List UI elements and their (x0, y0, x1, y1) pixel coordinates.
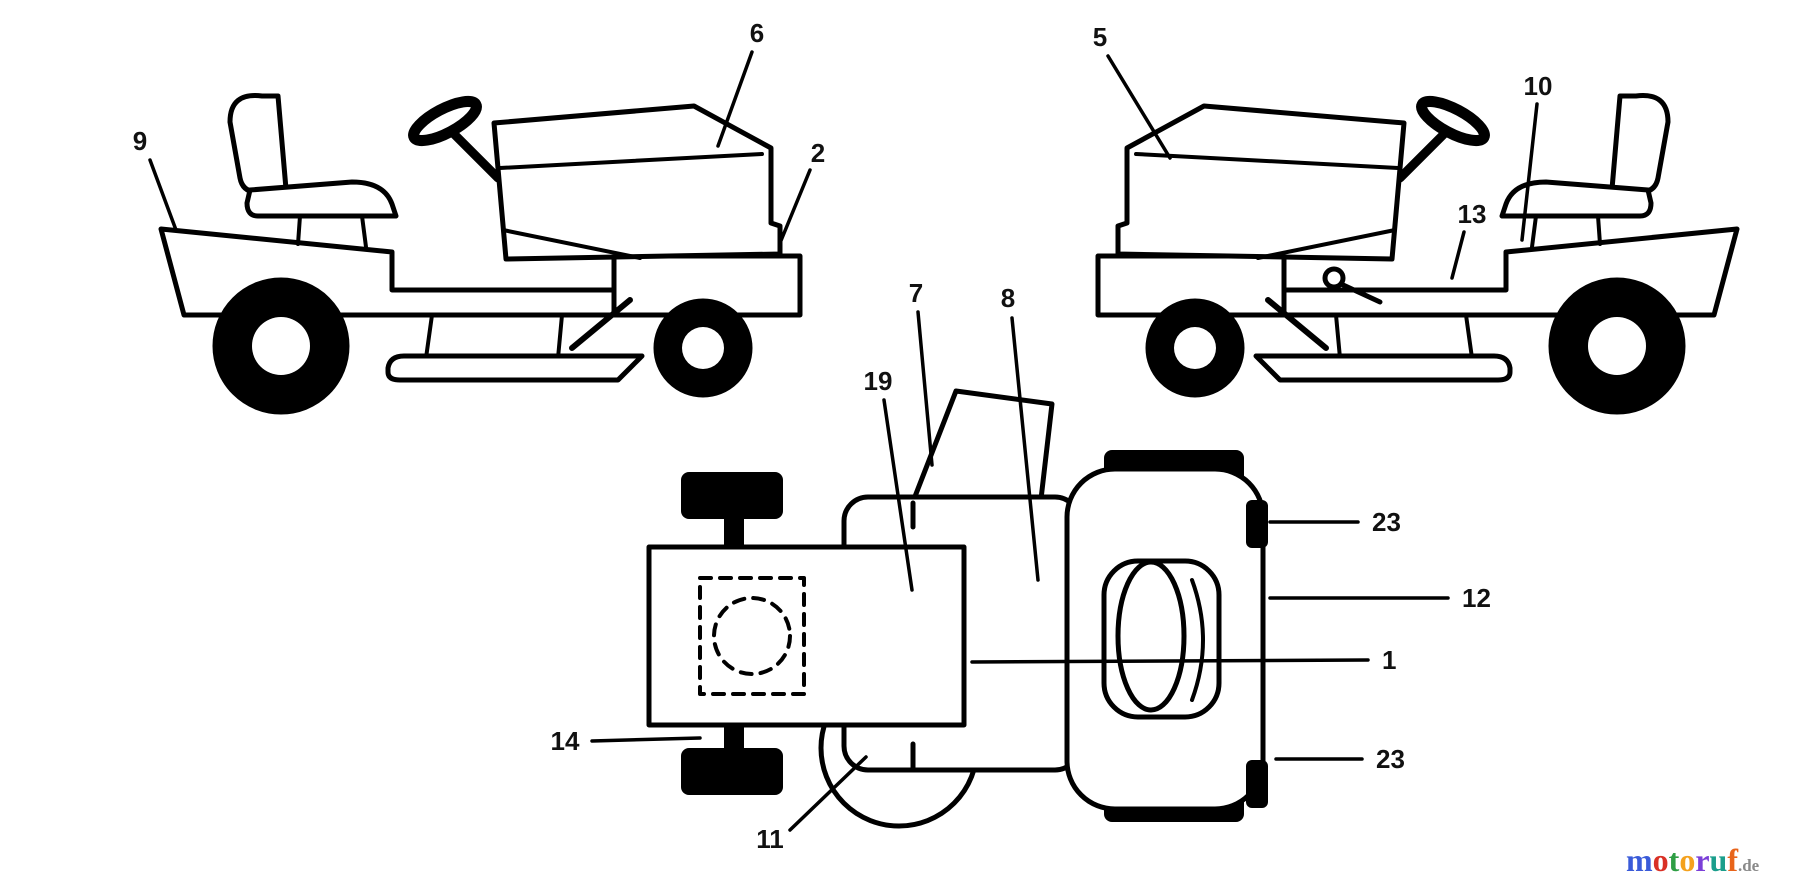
bumper-pad (1246, 760, 1268, 808)
callout-11: 11 (756, 824, 784, 854)
leader-line-8 (1010, 316, 1040, 582)
front-wheel-bottom (681, 748, 783, 795)
motoruf-logo[interactable]: motoruf.de (1626, 842, 1759, 884)
discharge-chute (911, 388, 1055, 502)
leader-line-5 (1106, 54, 1172, 160)
callout-6: 6 (750, 18, 764, 48)
callout-8: 8 (1001, 283, 1015, 313)
callout-5: 5 (1093, 22, 1107, 52)
engine-box (646, 544, 967, 728)
tractor-side-view-left (158, 93, 803, 415)
leader-line-2 (778, 168, 812, 245)
callout-19: 19 (864, 366, 893, 396)
logo-letter: o (1679, 842, 1696, 878)
front-wheel-top (681, 472, 783, 519)
leader-line-9 (148, 158, 178, 232)
leader-line-11 (788, 755, 868, 832)
steering-wheel (408, 95, 482, 147)
callout-10: 10 (1524, 71, 1553, 101)
mower-deck (385, 353, 645, 383)
front-wheel-hub (682, 327, 724, 369)
seat-backrest (227, 93, 289, 195)
callout-2: 2 (811, 138, 825, 168)
tractor-side-view-right (1098, 94, 1737, 412)
logo-letter: t (1668, 842, 1680, 878)
callout-numbers: 9 6 2 5 10 13 7 8 19 14 11 1 12 23 23 (133, 18, 1553, 854)
rear-wheel-hub (252, 317, 310, 375)
steering-column (447, 127, 503, 183)
logo-letter: r (1695, 842, 1710, 878)
leader-line-13 (1450, 230, 1466, 280)
callout-7: 7 (909, 278, 923, 308)
logo-letter: f (1727, 842, 1738, 878)
callout-13: 13 (1458, 199, 1487, 229)
logo-letter: m (1626, 842, 1653, 878)
callout-12: 12 (1462, 583, 1491, 613)
logo-suffix: .de (1737, 856, 1760, 875)
steering-wheel-top-view (1115, 559, 1187, 713)
front-axle (724, 723, 744, 755)
hood-lower-seam (501, 228, 642, 260)
callout-9: 9 (133, 126, 147, 156)
seat-support (296, 214, 302, 246)
callout-leader-lines (148, 50, 1539, 832)
tractor-top-view (646, 388, 1268, 829)
leader-line-19 (882, 398, 914, 592)
engine-mount-dashed (698, 576, 806, 696)
leader-line-1 (970, 658, 1370, 664)
logo-letter: u (1709, 842, 1728, 878)
logo-letter: o (1652, 842, 1669, 878)
front-axle (724, 517, 744, 549)
leader-line-7 (916, 310, 934, 467)
deck-lift-lever (569, 297, 633, 351)
seat-support (360, 214, 368, 249)
leader-line-10 (1520, 102, 1539, 242)
seat-top-view (1101, 558, 1222, 720)
callout-14: 14 (551, 726, 580, 756)
deck-hanger (424, 313, 434, 360)
callout-23-bottom: 23 (1376, 744, 1405, 774)
callout-23-top: 23 (1372, 507, 1401, 537)
leader-line-14 (590, 736, 702, 743)
seat-contour (1190, 578, 1205, 702)
seat-cushion (244, 179, 399, 219)
callout-1: 1 (1382, 645, 1396, 675)
deck-hanger (556, 313, 564, 360)
ignition-key-detail (1322, 266, 1383, 305)
hood-seam (498, 152, 764, 170)
leader-line-6 (716, 50, 754, 148)
hood (491, 103, 783, 262)
bumper-pad (1246, 500, 1268, 548)
engine-pulley-dashed (712, 596, 792, 676)
